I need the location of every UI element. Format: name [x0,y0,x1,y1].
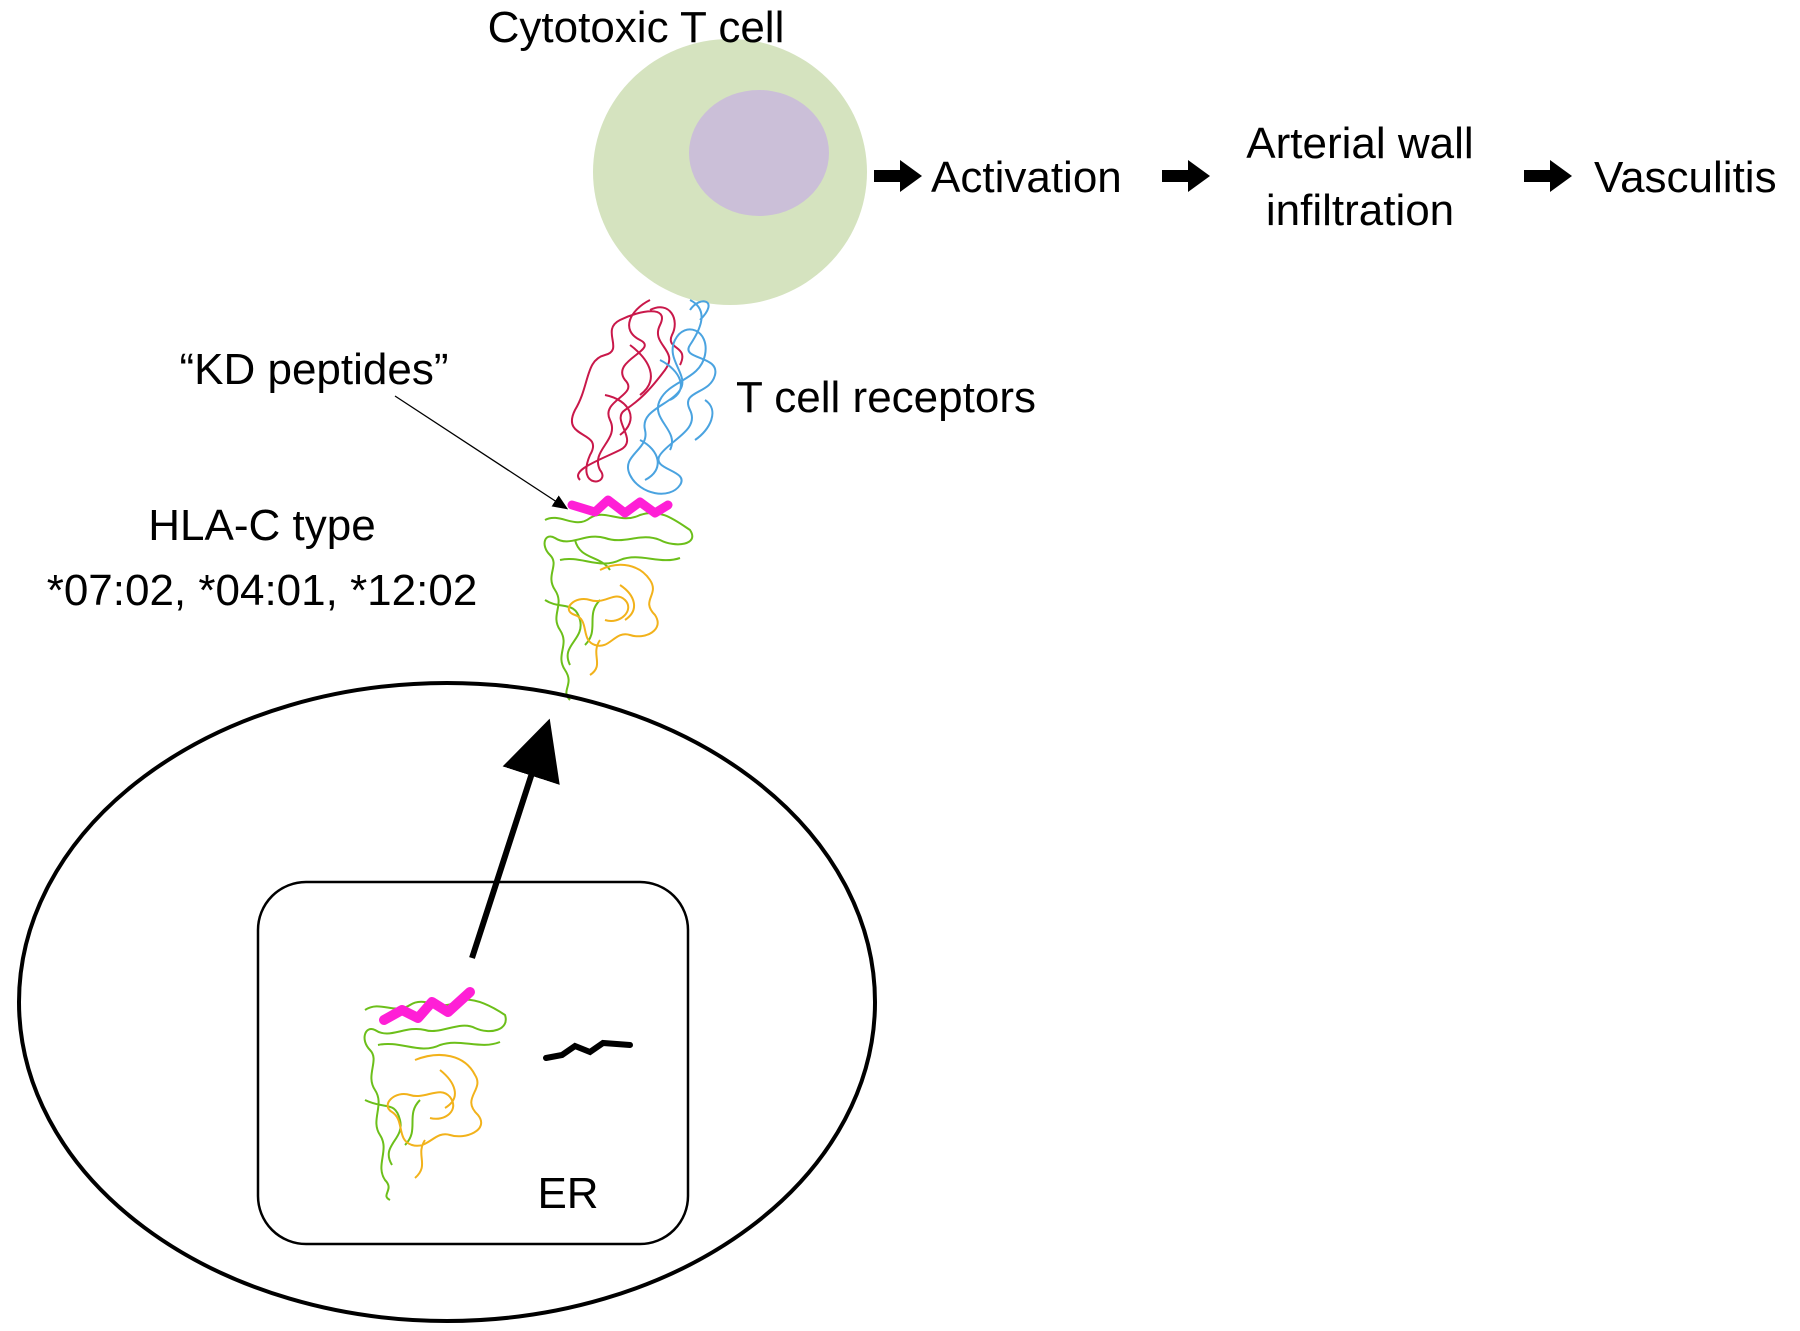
hla-alleles-label: *07:02, *04:01, *12:02 [47,566,478,615]
hla-type-label: HLA-C type [148,501,375,550]
er-hla-yellow-chain [386,1054,482,1179]
kd-peptides-label: “KD peptides” [179,345,448,394]
surface-hla-yellow-chain [567,563,659,676]
surface-peptide [567,495,673,518]
infiltration-label: infiltration [1266,186,1454,235]
surface-hla-c-molecule [543,495,694,701]
pathway: Activation Arterial wall infiltration Va… [874,119,1777,235]
tcr-red-chain [571,299,684,483]
antigen-presenting-cell [17,681,877,1323]
kd-peptides-pointer [394,395,569,510]
cytotoxic-t-cell-label: Cytotoxic T cell [488,3,785,52]
er-hla-green-chain [363,998,507,1201]
free-peptide [543,1039,633,1061]
t-cell-receptor-structure [571,299,717,495]
er-peptide [379,987,475,1025]
surface-hla-green-chain [543,511,694,701]
arrow-to-activation-icon [874,160,922,192]
arterial-wall-label: Arterial wall [1246,119,1473,168]
arrow-to-vasculitis-icon [1524,160,1572,192]
tcr-blue-chain [627,299,717,495]
t-cell-nucleus [689,90,829,216]
cytotoxic-t-cell [593,39,867,305]
activation-label: Activation [931,153,1122,202]
vasculitis-label: Vasculitis [1594,153,1777,202]
t-cell-receptors-label: T cell receptors [736,373,1036,422]
er-compartment [256,880,690,1246]
transport-arrow-icon [469,718,560,959]
er-hla-c-molecule [363,987,507,1201]
arrow-to-infiltration-icon [1162,160,1210,192]
er-label: ER [537,1169,598,1218]
